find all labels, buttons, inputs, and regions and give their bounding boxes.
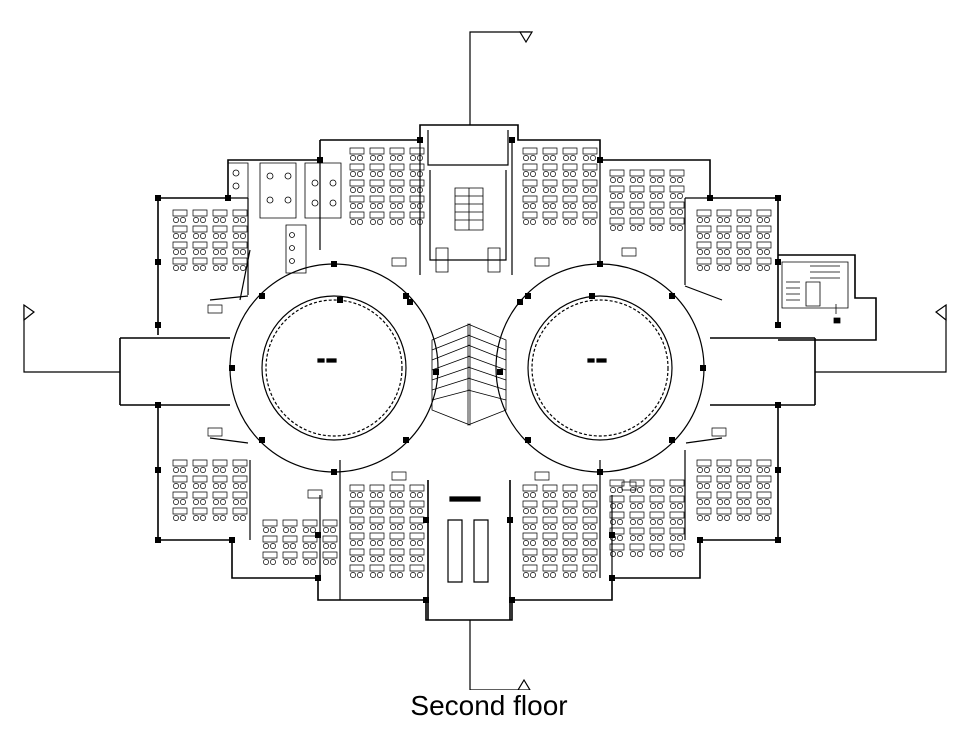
side-stair-tower <box>782 262 848 323</box>
drawing-caption: Second floor <box>410 690 568 721</box>
section-marker-right <box>815 305 946 372</box>
classroom-desks <box>173 148 771 578</box>
interior-walls <box>210 130 722 600</box>
floor-plan <box>0 0 978 690</box>
washroom-block <box>228 163 341 273</box>
outer-walls <box>120 125 876 620</box>
structural-columns <box>155 137 781 603</box>
central-staircase <box>432 324 506 425</box>
section-marker-top <box>470 32 532 125</box>
conference-table <box>436 188 500 272</box>
section-marker-bottom <box>470 620 530 690</box>
lift-shafts <box>448 497 488 582</box>
section-marker-left <box>24 305 120 372</box>
